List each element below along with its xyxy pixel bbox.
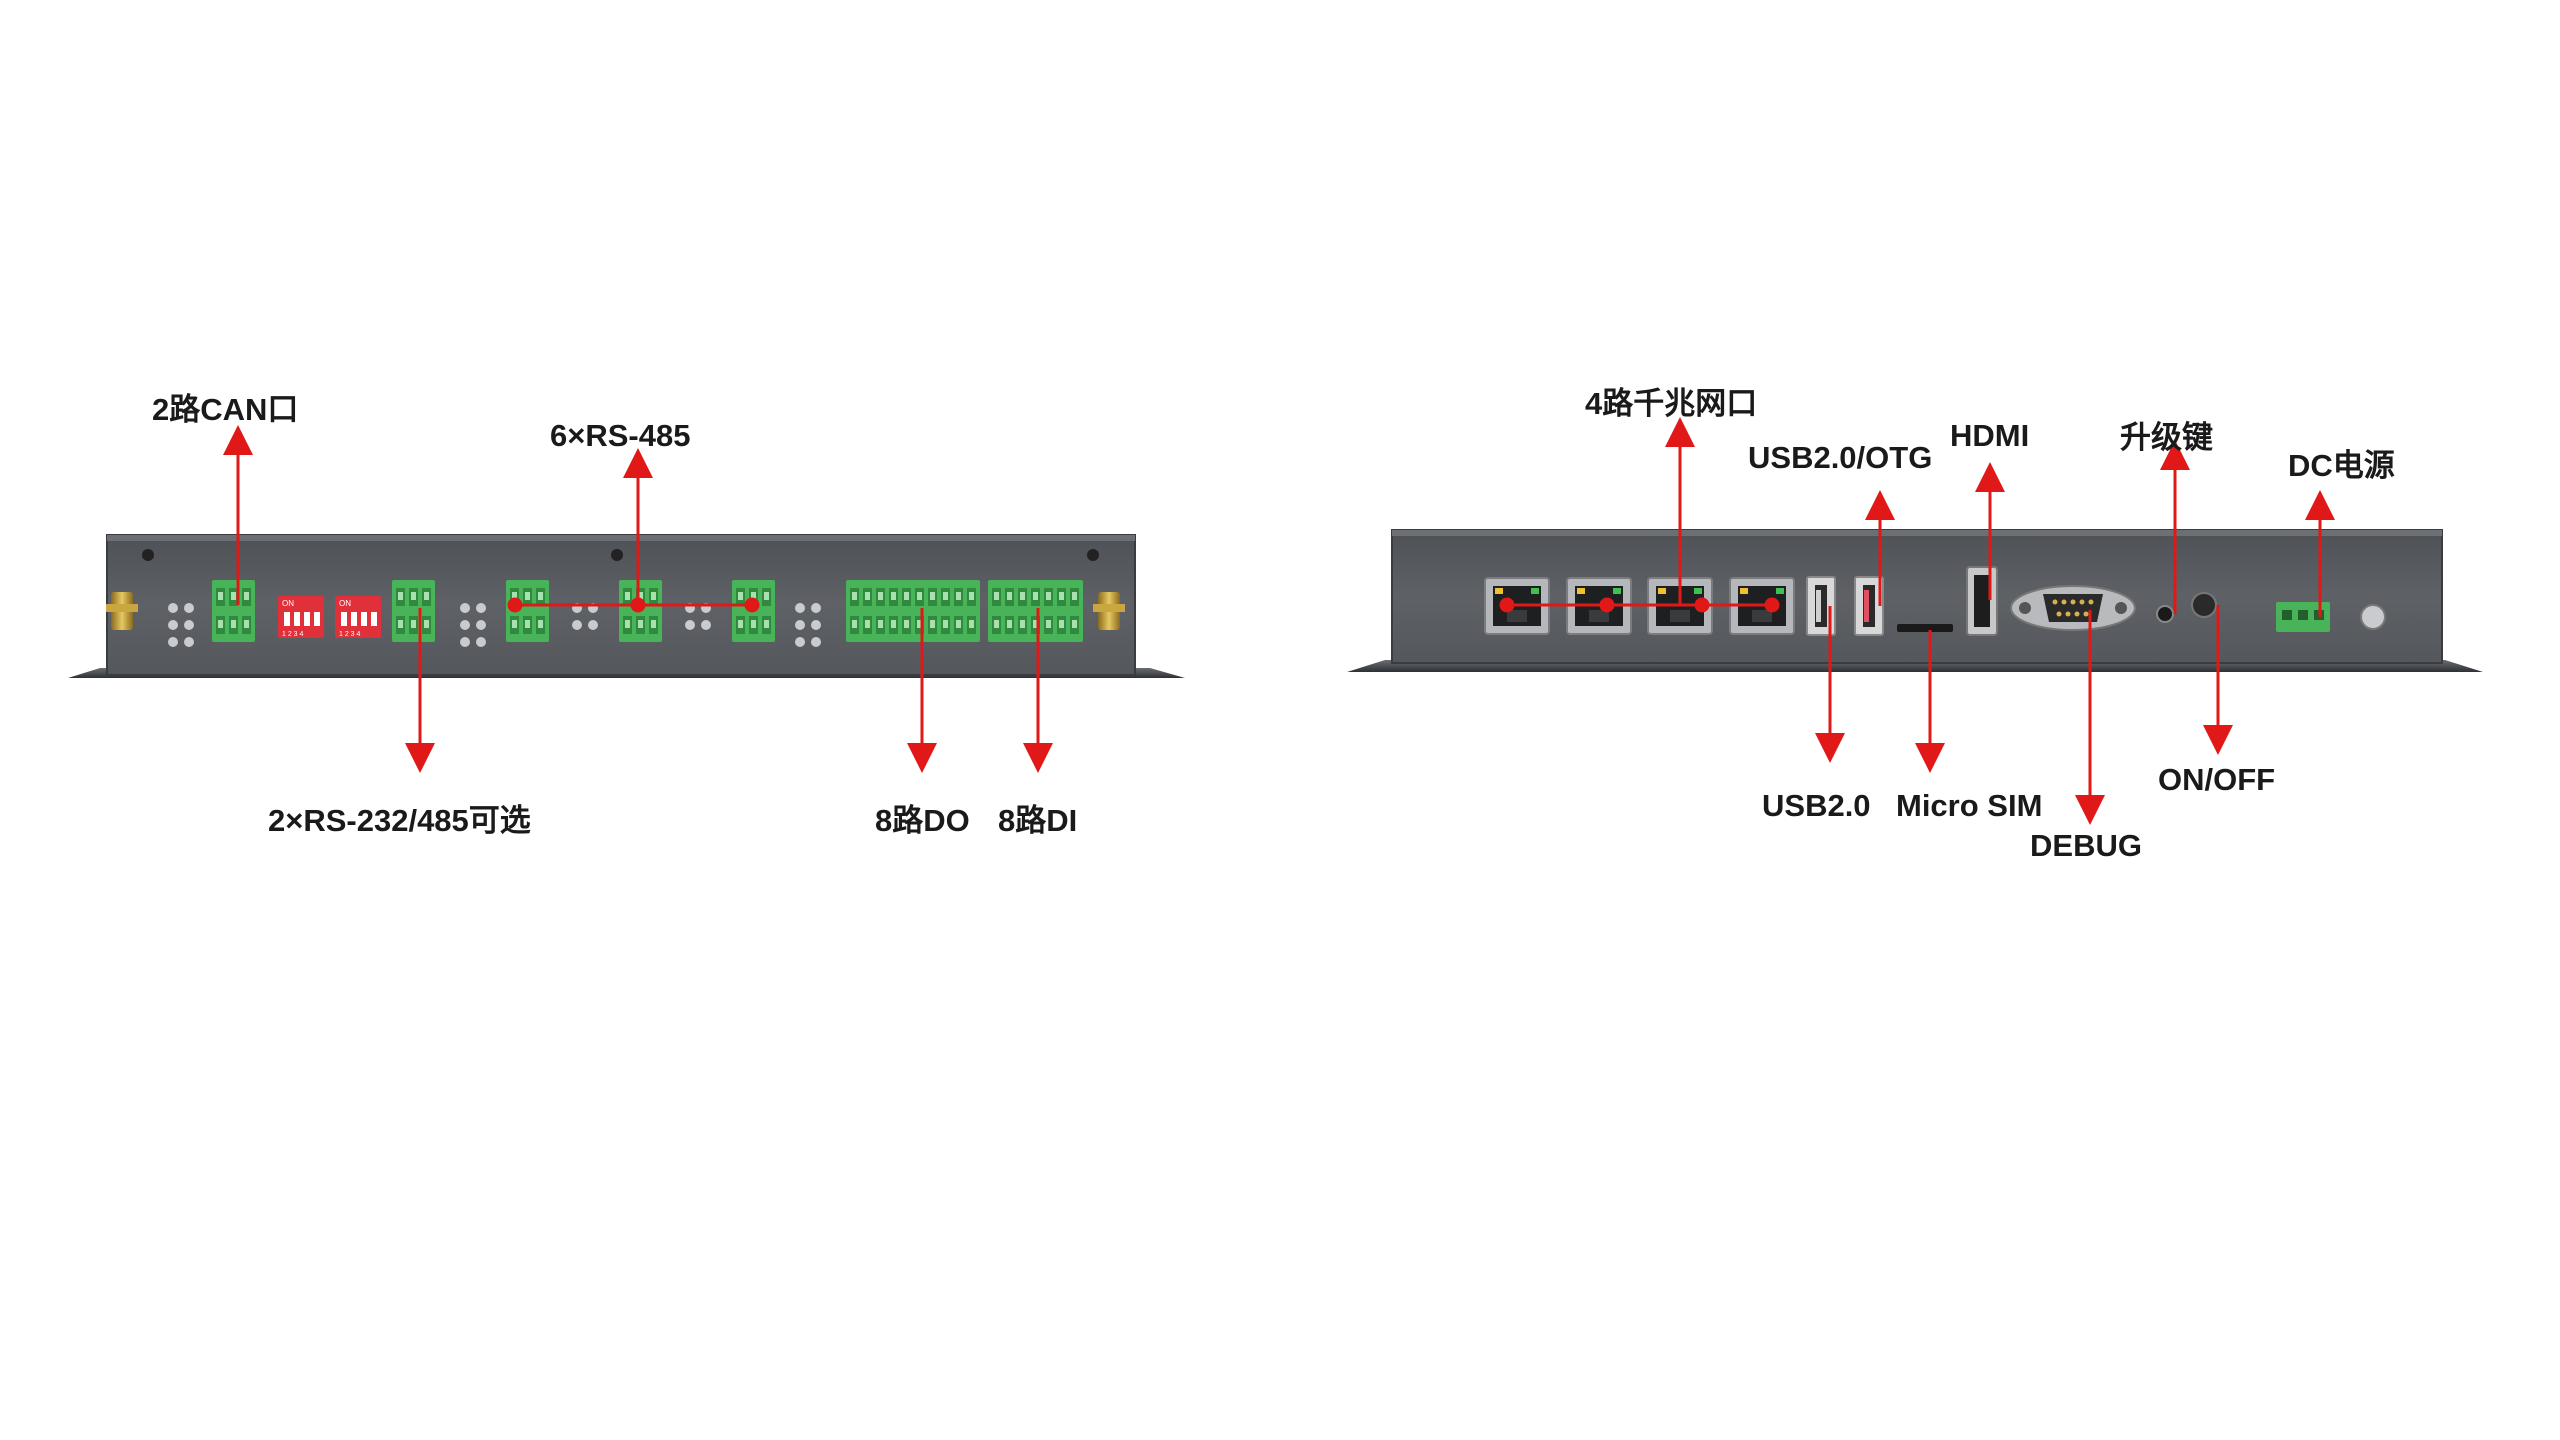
label-usb-otg: USB2.0/OTG [1748, 440, 1933, 475]
screw-icon [142, 549, 154, 561]
svg-text:ON: ON [282, 599, 294, 608]
screw-icon [1087, 549, 1099, 561]
label-gigabit-ethernet: 4路千兆网口 [1585, 386, 1758, 421]
svg-text:ON: ON [339, 599, 351, 608]
label-on-off: ON/OFF [2158, 762, 2276, 797]
annotation-arrows [223, 417, 2335, 825]
svg-text:1 2 3 4: 1 2 3 4 [339, 631, 361, 638]
power-button-icon [2191, 592, 2217, 618]
ground-screw-icon [2360, 604, 2386, 630]
label-dc-power: DC电源 [2288, 448, 2395, 483]
debug-serial-port-icon [2010, 585, 2136, 631]
label-rs485: 6×RS-485 [550, 418, 691, 453]
hdmi-port-icon [1966, 566, 1998, 636]
usb-otg-port-icon [1854, 576, 1884, 636]
digital-output-terminal-block [846, 580, 980, 642]
label-usb: USB2.0 [1762, 788, 1871, 823]
rs485-terminal-block [506, 580, 549, 642]
dc-power-terminal-icon [2276, 602, 2330, 632]
rs232-terminal-block [392, 580, 435, 642]
dip-switch: ON 1 2 3 4 [278, 596, 324, 638]
dip-switch: ON 1 2 3 4 [335, 596, 381, 638]
label-rs232-485: 2×RS-232/485可选 [268, 803, 531, 838]
can-terminal-block [212, 580, 255, 642]
label-debug: DEBUG [2030, 828, 2142, 863]
svg-text:1 2 3 4: 1 2 3 4 [282, 631, 304, 638]
antenna-connector-icon [106, 592, 138, 630]
label-hdmi: HDMI [1950, 418, 2030, 453]
label-upgrade-key: 升级键 [2120, 420, 2213, 455]
label-digital-output: 8路DO [875, 803, 970, 838]
label-micro-sim: Micro SIM [1896, 788, 2043, 823]
terminal-blocks [212, 580, 1083, 642]
label-can-ports: 2路CAN口 [152, 392, 299, 427]
upgrade-key-icon [2156, 605, 2174, 623]
digital-input-terminal-block [988, 580, 1083, 642]
usb-port-icon [1806, 576, 1836, 636]
micro-sim-slot-icon [1897, 624, 1953, 632]
antenna-connector-icon [1093, 592, 1125, 630]
screw-icon [611, 549, 623, 561]
right-device-panel [1347, 529, 2483, 672]
label-digital-input: 8路DI [998, 803, 1078, 838]
